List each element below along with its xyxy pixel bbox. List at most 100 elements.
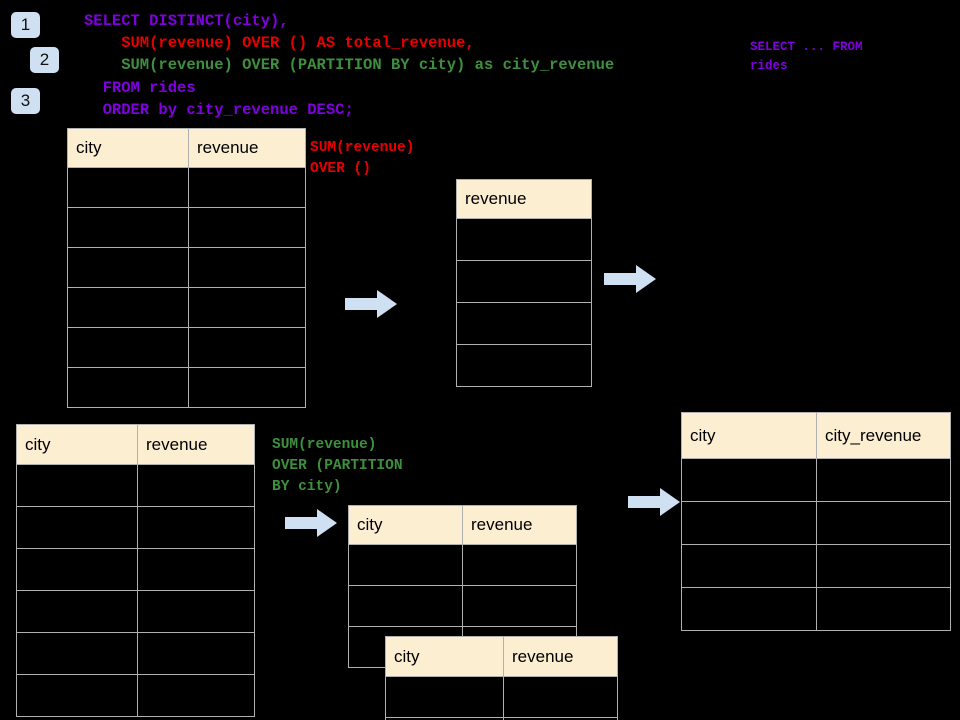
- annotation-sum-over-partition: SUM(revenue) OVER (PARTITION BY city): [272, 437, 403, 495]
- table-header-row: revenue: [456, 179, 592, 219]
- table-cell: [137, 674, 255, 717]
- table-row: [681, 501, 951, 545]
- annotation-select-from-rides: SELECT ... FROM rides: [750, 40, 863, 73]
- table-cell: [188, 367, 306, 408]
- table-cell: [16, 590, 138, 633]
- step-badge-3: 3: [11, 88, 40, 114]
- column-header-city: city: [67, 128, 189, 168]
- table-cell: [188, 247, 306, 288]
- table-cell: [462, 544, 577, 586]
- result-city-revenue-table: city city_revenue: [681, 412, 951, 631]
- sql-line-city-revenue: SUM(revenue) OVER (PARTITION BY city) as…: [84, 56, 615, 74]
- table-cell: [67, 207, 189, 248]
- table-header-row: city revenue: [16, 424, 255, 465]
- step-badge-1: 1: [11, 12, 40, 38]
- table-cell: [16, 464, 138, 507]
- table-cell: [456, 260, 592, 303]
- table-cell: [385, 676, 504, 718]
- table-row: [456, 302, 592, 345]
- arrow-source-to-total: [345, 290, 397, 318]
- column-header-revenue: revenue: [503, 636, 618, 677]
- table-cell: [681, 458, 817, 502]
- table-row: [456, 344, 592, 387]
- table-cell: [137, 548, 255, 591]
- table-row: [385, 717, 618, 720]
- table-cell: [67, 367, 189, 408]
- column-header-revenue: revenue: [188, 128, 306, 168]
- step-badge-2: 2: [30, 47, 59, 73]
- table-cell: [16, 674, 138, 717]
- table-row: [67, 327, 306, 368]
- table-cell: [681, 587, 817, 631]
- table-cell: [816, 544, 951, 588]
- partition-source-table: city revenue: [16, 424, 255, 717]
- column-header-city-revenue: city_revenue: [816, 412, 951, 459]
- table-row: [16, 548, 255, 591]
- source-rides-table: city revenue: [67, 128, 306, 408]
- table-header-row: city city_revenue: [681, 412, 951, 459]
- table-row: [16, 506, 255, 549]
- sql-line-select: SELECT DISTINCT(city),: [84, 12, 289, 30]
- table-cell: [456, 218, 592, 261]
- table-cell: [462, 585, 577, 627]
- table-row: [67, 167, 306, 208]
- arrow-partition-to-groups: [285, 509, 337, 537]
- table-cell: [188, 287, 306, 328]
- column-header-revenue: revenue: [456, 179, 592, 219]
- table-cell: [348, 585, 463, 627]
- table-cell: [137, 464, 255, 507]
- column-header-revenue: revenue: [137, 424, 255, 465]
- sql-line-total-revenue: SUM(revenue) OVER () AS total_revenue,: [84, 34, 475, 52]
- total-revenue-table: revenue: [456, 179, 592, 387]
- table-cell: [456, 344, 592, 387]
- table-row: [16, 464, 255, 507]
- table-row: [16, 674, 255, 717]
- table-cell: [816, 587, 951, 631]
- table-cell: [816, 501, 951, 545]
- table-cell: [67, 327, 189, 368]
- table-row: [348, 544, 577, 586]
- table-cell: [503, 717, 618, 720]
- table-row: [67, 367, 306, 408]
- partition-group-2-table: city revenue: [385, 636, 618, 720]
- arrow-total-to-result: [604, 265, 656, 293]
- table-cell: [67, 167, 189, 208]
- table-row: [67, 287, 306, 328]
- sql-line-order-by: ORDER by city_revenue DESC;: [84, 101, 354, 119]
- table-cell: [137, 590, 255, 633]
- table-row: [67, 207, 306, 248]
- column-header-city: city: [681, 412, 817, 459]
- table-cell: [188, 167, 306, 208]
- table-cell: [816, 458, 951, 502]
- sql-line-from: FROM rides: [84, 79, 196, 97]
- table-cell: [16, 632, 138, 675]
- table-cell: [681, 544, 817, 588]
- column-header-city: city: [16, 424, 138, 465]
- table-cell: [456, 302, 592, 345]
- table-cell: [137, 632, 255, 675]
- table-header-row: city revenue: [67, 128, 306, 168]
- table-cell: [188, 327, 306, 368]
- column-header-revenue: revenue: [462, 505, 577, 545]
- table-row: [16, 590, 255, 633]
- table-cell: [67, 287, 189, 328]
- table-row: [456, 260, 592, 303]
- table-cell: [188, 207, 306, 248]
- annotation-sum-over-empty: SUM(revenue) OVER (): [310, 140, 415, 177]
- table-row: [681, 544, 951, 588]
- table-row: [348, 585, 577, 627]
- table-cell: [681, 501, 817, 545]
- table-cell: [348, 544, 463, 586]
- table-cell: [16, 548, 138, 591]
- table-row: [681, 587, 951, 631]
- column-header-city: city: [385, 636, 504, 677]
- table-header-row: city revenue: [348, 505, 577, 545]
- table-row: [67, 247, 306, 288]
- table-cell: [67, 247, 189, 288]
- table-header-row: city revenue: [385, 636, 618, 677]
- column-header-city: city: [348, 505, 463, 545]
- table-row: [456, 218, 592, 261]
- table-row: [385, 676, 618, 718]
- table-row: [681, 458, 951, 502]
